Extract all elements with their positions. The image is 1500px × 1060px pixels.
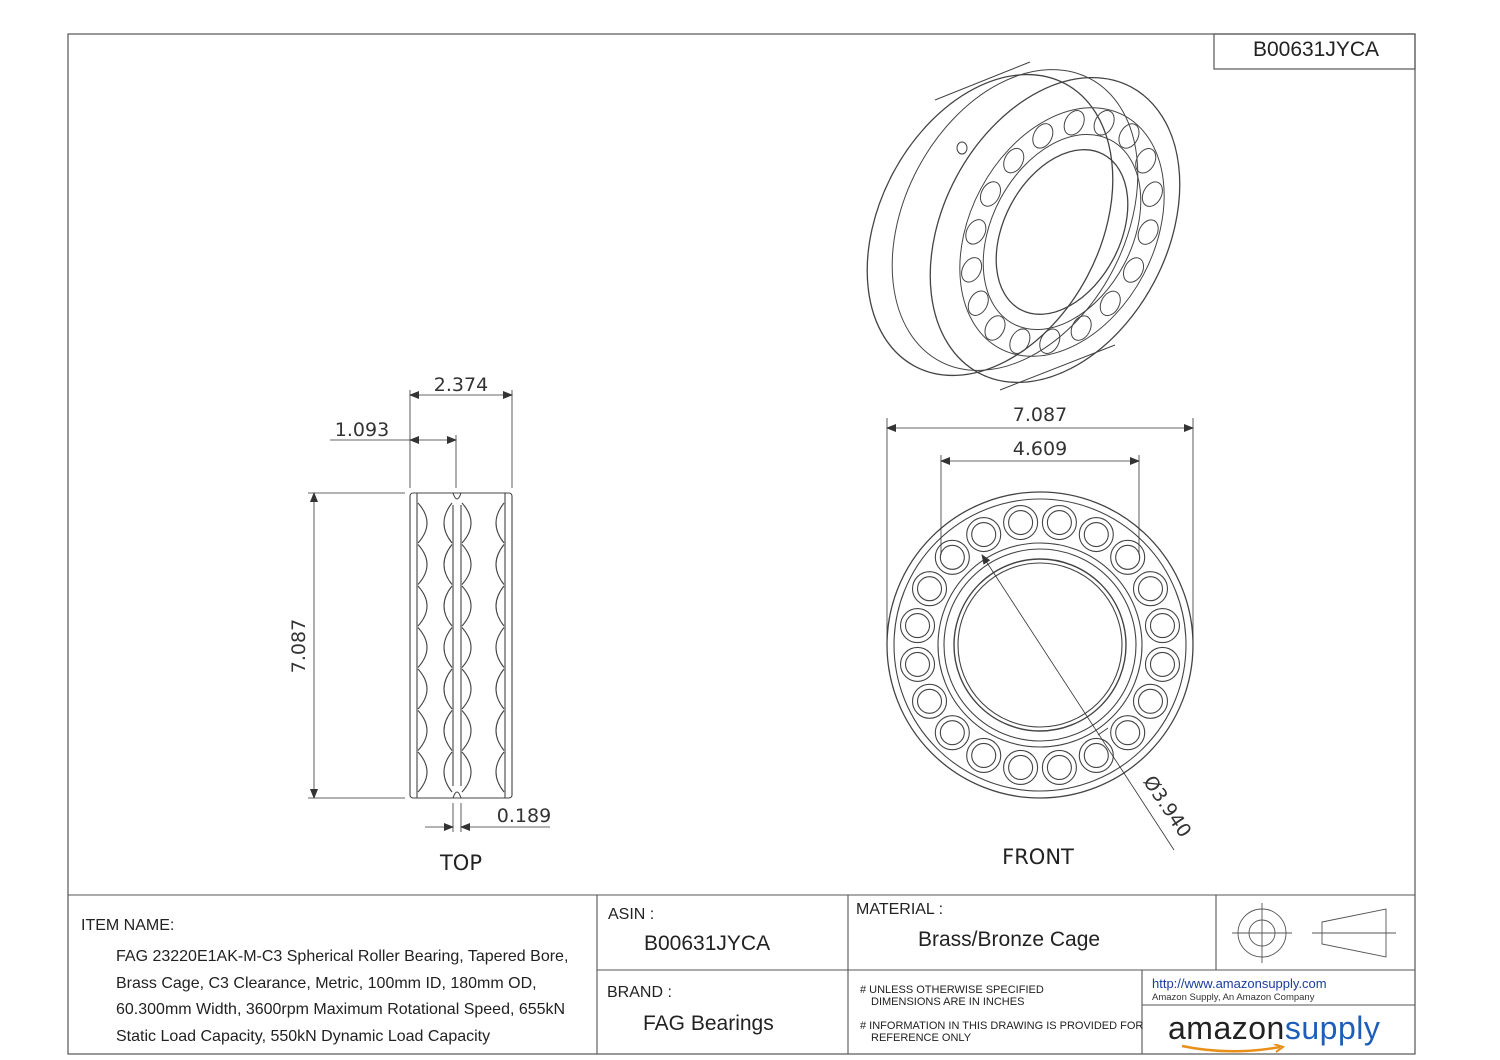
top-view-dimensions: [308, 390, 550, 832]
asin-label: ASIN :: [608, 906, 655, 923]
front-roller: [1003, 504, 1039, 541]
material-label: MATERIAL :: [856, 901, 944, 918]
iso-roller: [1070, 315, 1092, 341]
iso-roller: [1122, 257, 1145, 283]
iso-roller: [1141, 181, 1163, 207]
front-roller: [1041, 749, 1077, 786]
front-roller: [1078, 516, 1114, 553]
iso-roller: [965, 219, 987, 245]
iso-roller: [1118, 123, 1140, 149]
dim-overall-width: 2.374: [434, 374, 488, 396]
logo-part-supply: supply: [1284, 1010, 1381, 1046]
dim-top-outer-diameter: 7.087: [288, 619, 310, 673]
iso-roller: [1032, 123, 1054, 149]
iso-roller: [961, 257, 983, 283]
amazonsupply-logo: amazonsupply: [1168, 1010, 1380, 1047]
smile-arrow-icon: [1181, 1044, 1286, 1053]
website-link[interactable]: http://www.amazonsupply.com: [1152, 976, 1327, 991]
top-roller: [417, 710, 505, 751]
front-roller: [1110, 539, 1146, 575]
iso-roller: [1009, 328, 1031, 354]
drawing-id: B00631JYCA: [1252, 38, 1380, 61]
front-roller: [1003, 749, 1039, 786]
iso-roller: [1137, 219, 1159, 245]
isometric-view: [866, 61, 1181, 391]
front-roller: [899, 608, 936, 644]
front-roller: [1041, 504, 1077, 541]
front-roller: [899, 646, 936, 682]
asin-value: B00631JYCA: [644, 932, 771, 955]
title-block-grid: [68, 894, 1415, 1054]
top-view: [409, 492, 513, 799]
iso-roller: [1003, 147, 1025, 174]
drawing-id-box: [1213, 33, 1416, 70]
note-units: # UNLESS OTHERWISE SPECIFIED DIMENSIONS …: [860, 984, 1044, 1008]
front-view-dimensions: [886, 418, 1194, 851]
dim-groove-width: 0.189: [497, 805, 551, 827]
front-view: [886, 491, 1194, 799]
top-roller: [417, 585, 505, 627]
brand-label: BRAND :: [607, 984, 672, 1001]
front-roller: [911, 683, 948, 719]
top-roller: [417, 627, 505, 668]
dim-half-width: 1.093: [335, 419, 389, 441]
front-roller: [911, 571, 948, 607]
iso-roller: [1099, 290, 1121, 317]
front-view-label: FRONT: [1002, 845, 1074, 869]
iso-roller: [1063, 110, 1085, 136]
front-roller: [1144, 646, 1181, 682]
top-roller: [417, 751, 505, 793]
dim-cage-diameter: 4.609: [1013, 438, 1067, 460]
note-reference: # INFORMATION IN THIS DRAWING IS PROVIDE…: [860, 1020, 1144, 1044]
item-name: FAG 23220E1AK-M-C3 Spherical Roller Bear…: [116, 948, 569, 1045]
iso-roller: [1135, 148, 1157, 174]
brand-value: FAG Bearings: [643, 1012, 774, 1035]
item-name-label: ITEM NAME:: [81, 917, 175, 934]
iso-roller: [1039, 328, 1061, 354]
front-roller: [1132, 571, 1169, 607]
front-roller: [1078, 737, 1114, 774]
sheet-border: [67, 33, 1416, 1055]
dim-bore-diameter: Ø3.940: [1138, 772, 1195, 842]
dim-front-outer-diameter: 7.087: [1013, 404, 1067, 426]
iso-roller: [979, 181, 1002, 207]
iso-roller: [1093, 110, 1115, 136]
front-roller: [1132, 683, 1169, 719]
front-roller: [934, 539, 970, 575]
first-angle-projection-icon: [1232, 903, 1396, 963]
front-roller: [966, 516, 1002, 553]
top-roller: [417, 544, 505, 585]
top-view-label: TOP: [439, 851, 482, 875]
front-roller: [934, 715, 970, 751]
iso-roller: [984, 315, 1006, 341]
top-roller: [417, 502, 505, 544]
front-roller: [1110, 715, 1146, 751]
logo-part-amazon: amazon: [1168, 1010, 1285, 1046]
iso-roller: [967, 290, 989, 316]
front-roller: [966, 737, 1002, 774]
front-roller: [1144, 608, 1181, 644]
company-name: Amazon Supply, An Amazon Company: [1152, 992, 1315, 1003]
top-roller: [417, 668, 505, 710]
material-value: Brass/Bronze Cage: [918, 928, 1101, 951]
